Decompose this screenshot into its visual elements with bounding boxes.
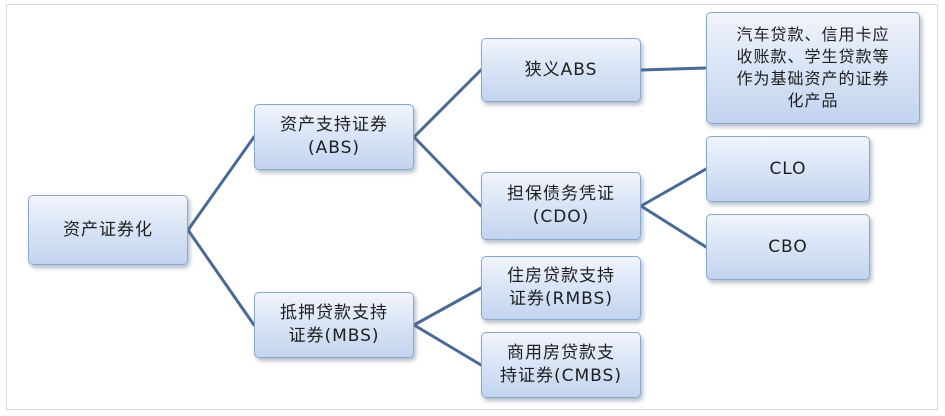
connector-root-abs — [186, 135, 256, 232]
node-label: CBO — [768, 236, 808, 257]
node-abs: 资产支持证券 (ABS) — [254, 104, 414, 170]
node-label: 担保债务凭证 (CDO) — [507, 184, 615, 227]
node-label: 住房贷款支持 证券(RMBS) — [507, 266, 615, 309]
connector-abs-cdo — [412, 135, 483, 208]
node-narrow-abs: 狭义ABS — [481, 38, 641, 102]
node-label: 抵押贷款支持 证券(MBS) — [280, 303, 388, 346]
connector-abs-narrow_abs — [412, 68, 483, 139]
connector-mbs-cmbs — [412, 323, 483, 367]
connector-cdo-cbo — [639, 204, 708, 249]
node-label: 汽车贷款、信用卡应 收账款、学生贷款等 作为基础资产的证券 化产品 — [736, 25, 890, 110]
node-label: 资产支持证券 (ABS) — [280, 115, 388, 158]
node-clo: CLO — [706, 136, 870, 202]
node-label: CLO — [769, 158, 807, 179]
node-narrow-abs-description: 汽车贷款、信用卡应 收账款、学生贷款等 作为基础资产的证券 化产品 — [706, 12, 920, 124]
connector-root-mbs — [186, 228, 256, 327]
node-securitization: 资产证券化 — [28, 195, 188, 265]
connector-narrow_abs-narrow_abs_desc — [639, 66, 708, 72]
node-label: 资产证券化 — [63, 219, 153, 240]
node-cdo: 担保债务凭证 (CDO) — [481, 172, 641, 240]
node-rmbs: 住房贷款支持 证券(RMBS) — [481, 256, 641, 320]
node-label: 商用房贷款支 持证券(CMBS) — [500, 343, 622, 386]
connector-cdo-clo — [639, 167, 708, 208]
node-mbs: 抵押贷款支持 证券(MBS) — [254, 292, 414, 358]
node-label: 狭义ABS — [524, 59, 598, 80]
node-cbo: CBO — [706, 214, 870, 280]
node-cmbs: 商用房贷款支 持证券(CMBS) — [481, 332, 641, 398]
connector-mbs-rmbs — [412, 286, 483, 327]
